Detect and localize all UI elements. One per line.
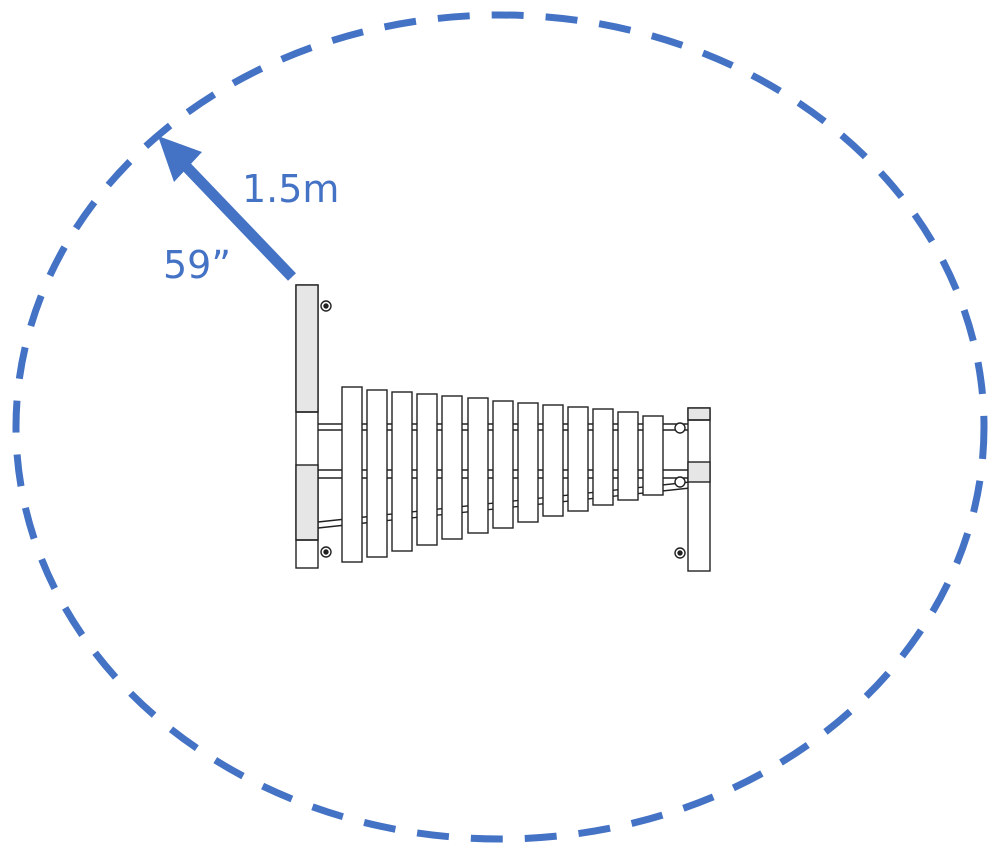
mounting-rings <box>320 300 686 559</box>
tone-bar <box>467 397 489 534</box>
tone-bar <box>617 411 639 501</box>
tone-bar <box>517 402 539 523</box>
tone-bars <box>341 386 664 563</box>
radius-arrow-head <box>158 136 202 182</box>
tone-bar <box>341 386 363 563</box>
tone-bar <box>592 408 614 506</box>
tone-bar <box>366 389 388 558</box>
safety-zone-boundary <box>12 11 988 843</box>
tone-bar <box>642 415 664 496</box>
tone-bar <box>542 404 564 517</box>
tone-bar <box>492 400 514 529</box>
radius-imperial-label: 59” <box>163 243 231 287</box>
tone-bar <box>441 395 463 540</box>
left-post <box>295 284 319 569</box>
mount-ring <box>674 422 686 434</box>
tone-bar <box>567 406 589 512</box>
right-post <box>687 407 711 572</box>
tone-bar <box>416 393 438 546</box>
radius-metric-label: 1.5m <box>242 167 339 211</box>
radius-arrow <box>174 154 296 281</box>
mount-ring <box>674 476 686 488</box>
xylophone <box>295 284 711 572</box>
tone-bar <box>391 391 413 552</box>
